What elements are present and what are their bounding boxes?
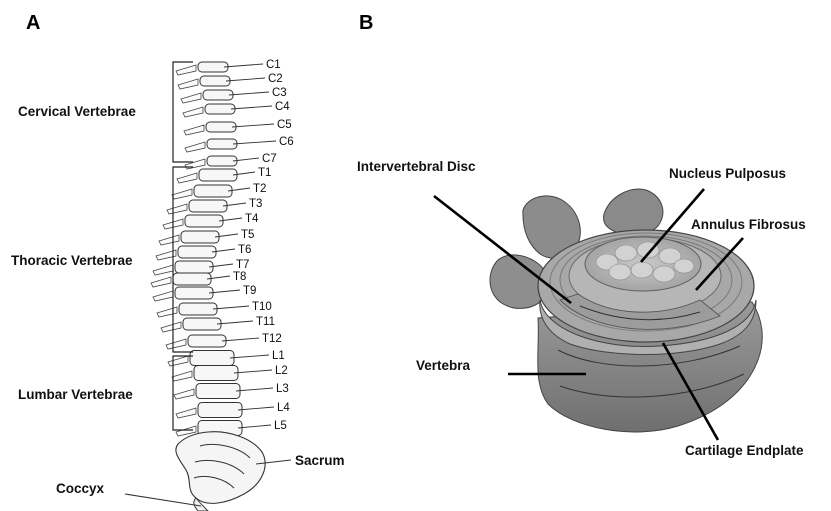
- vertebra-label-l2: L2: [275, 365, 288, 377]
- spinous-process: [177, 173, 197, 183]
- vertebra-leader: [238, 407, 274, 410]
- spinous-process: [159, 235, 179, 245]
- vertebra-label-t2: T2: [253, 183, 266, 195]
- panel-b-label: B: [359, 12, 373, 34]
- cervical-region-label: Cervical Vertebrae: [18, 104, 136, 119]
- vertebra-label: Vertebra: [416, 358, 471, 373]
- spinous-process: [166, 339, 186, 349]
- vertebra-t3: [189, 200, 227, 212]
- vertebra-label-t1: T1: [258, 167, 271, 179]
- vertebra-label-c5: C5: [277, 119, 292, 131]
- annulus-fibrosus-label: Annulus Fibrosus: [691, 217, 806, 232]
- vertebra-l4: [198, 403, 242, 418]
- spinous-process: [172, 371, 192, 381]
- vertebra-t7: [175, 261, 213, 273]
- spinous-process: [174, 389, 194, 399]
- coccyx-leader: [125, 494, 201, 506]
- vertebra-leader: [231, 106, 272, 109]
- vertebra-label-l4: L4: [277, 402, 290, 414]
- vertebra-c5: [206, 122, 236, 132]
- vertebra-t10: [179, 303, 217, 315]
- vertebra-leader: [236, 388, 273, 391]
- spinous-process: [161, 322, 181, 332]
- spinous-process: [168, 356, 188, 366]
- vertebra-label-c1: C1: [266, 59, 281, 71]
- spinous-process: [151, 277, 171, 287]
- vertebra-leader: [230, 355, 269, 358]
- vertebra-label-c4: C4: [275, 101, 290, 113]
- vertebra-label-t12: T12: [262, 333, 282, 345]
- vertebra-leader: [213, 306, 249, 309]
- vertebra-leader: [232, 124, 274, 127]
- vertebra-label-t6: T6: [238, 244, 251, 256]
- vertebra-label-c3: C3: [272, 87, 287, 99]
- coccyx-label: Coccyx: [56, 481, 105, 496]
- vertebra-leader: [229, 92, 269, 95]
- vertebra-c6: [207, 139, 237, 149]
- vertebra-leader: [226, 78, 265, 81]
- vertebra-t4: [185, 215, 223, 227]
- vertebra-leader: [217, 321, 253, 324]
- vertebra-label-t9: T9: [243, 285, 256, 297]
- vertebra-t1: [199, 169, 237, 181]
- vertebra-l2: [194, 366, 238, 381]
- vertebra-t2: [194, 185, 232, 197]
- spinous-process: [185, 142, 205, 152]
- vertebra-label-t8: T8: [233, 271, 246, 283]
- spinous-process: [157, 307, 177, 317]
- vertebra-leader: [209, 290, 240, 293]
- intervertebral-disc-label: Intervertebral Disc: [357, 159, 476, 174]
- vertebra-label-t7: T7: [236, 259, 249, 271]
- spinous-process: [153, 291, 173, 301]
- spinous-process: [181, 93, 201, 103]
- spinous-process: [167, 204, 187, 214]
- spinous-process: [172, 189, 192, 199]
- vertebra-c1: [198, 62, 228, 72]
- spinous-process: [176, 408, 196, 418]
- vertebra-label-t11: T11: [256, 316, 275, 328]
- panel-a-label: A: [26, 12, 40, 34]
- sacrum-label: Sacrum: [295, 453, 345, 468]
- vertebra-label-l1: L1: [272, 350, 285, 362]
- vertebra-t6: [178, 246, 216, 258]
- vertebra-label-c7: C7: [262, 153, 277, 165]
- vertebra-label-c6: C6: [279, 136, 294, 148]
- nucleus-pulposus-label: Nucleus Pulposus: [669, 166, 786, 181]
- vertebra-leader: [238, 425, 271, 428]
- thoracic-region-label: Thoracic Vertebrae: [11, 253, 133, 268]
- vertebra-label-t4: T4: [245, 213, 259, 225]
- spinous-process: [184, 125, 204, 135]
- vertebra-t5: [181, 231, 219, 243]
- spinous-process: [176, 65, 196, 75]
- vertebra-label-l3: L3: [276, 383, 289, 395]
- vertebra-c2: [200, 76, 230, 86]
- spinous-process: [178, 79, 198, 89]
- spinous-process: [153, 265, 173, 275]
- vertebra-t12: [188, 335, 226, 347]
- vertebra-l3: [196, 384, 240, 399]
- vertebra-leader: [222, 338, 259, 341]
- vertebra-leader: [233, 141, 276, 144]
- vertebra-c4: [205, 104, 235, 114]
- vertebra-label-t10: T10: [252, 301, 272, 313]
- vertebra-label-c2: C2: [268, 73, 283, 85]
- sacrum-bone: [176, 432, 265, 504]
- vertebra-c3: [203, 90, 233, 100]
- vertebra-leader: [224, 64, 263, 67]
- vertebra-label-l5: L5: [274, 420, 287, 432]
- vertebra-c7: [207, 156, 237, 166]
- spinal-column-illustration: [151, 62, 276, 511]
- vertebra-t11: [183, 318, 221, 330]
- vertebra-label-t3: T3: [249, 198, 262, 210]
- vertebra-l1: [190, 351, 234, 366]
- lumbar-region-label: Lumbar Vertebrae: [18, 387, 133, 402]
- vertebra-t9: [175, 287, 213, 299]
- spinous-process: [183, 107, 203, 117]
- cartilage-endplate-label: Cartilage Endplate: [685, 443, 804, 458]
- vertebra-leader: [234, 370, 272, 373]
- vertebra-t8: [173, 273, 211, 285]
- vertebra-label-t5: T5: [241, 229, 254, 241]
